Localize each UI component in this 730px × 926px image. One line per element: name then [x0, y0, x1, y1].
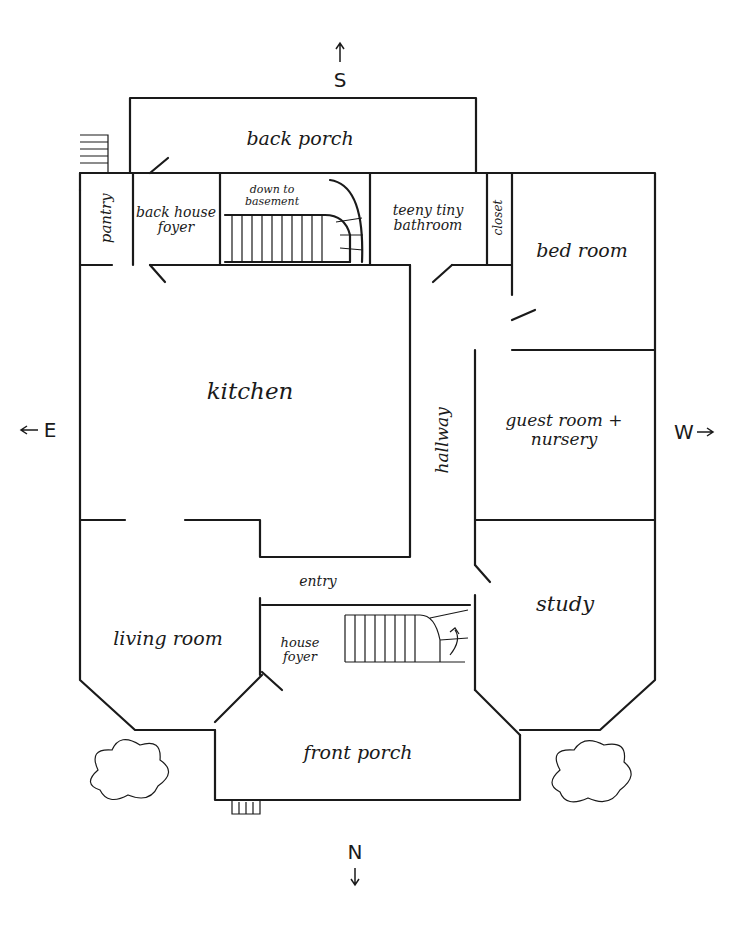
front-porch-wall	[475, 690, 520, 735]
room-area: back porch	[235, 126, 365, 151]
interior-wall	[262, 604, 470, 606]
door-swing	[433, 265, 452, 282]
room-name: back house foyer	[136, 205, 216, 236]
compass-letter: S	[334, 69, 347, 91]
interior-wall	[511, 173, 513, 295]
interior-wall	[80, 265, 410, 557]
room-name: pantry	[98, 193, 115, 243]
room-area: down to basement	[222, 182, 322, 210]
door-swing	[512, 310, 535, 320]
room-name: study	[536, 593, 594, 616]
room-area: guest room + nursery	[489, 409, 639, 450]
interior-wall	[80, 264, 512, 266]
room-name: hallway	[433, 407, 452, 473]
compass-arrow	[697, 428, 713, 436]
room-area: closet	[490, 198, 507, 238]
front-porch-wall	[215, 730, 520, 800]
porch-steps	[232, 800, 260, 814]
door-swing	[475, 565, 490, 582]
tree-symbol	[90, 740, 168, 800]
room-area: pantry	[96, 191, 117, 245]
interior-wall	[369, 173, 371, 265]
tree-symbol	[552, 741, 631, 802]
room-area: living room	[93, 626, 243, 651]
compass-arrow	[336, 43, 344, 62]
compass-letter: W	[674, 421, 694, 443]
back-porch-wall	[130, 98, 476, 173]
porch-steps	[80, 135, 108, 172]
compass-arrow	[21, 426, 38, 434]
room-name: bed room	[524, 240, 640, 261]
room-area: hallway	[431, 405, 454, 475]
stair-outline	[225, 215, 350, 262]
room-name: house foyer	[264, 636, 336, 665]
room-area: back house foyer	[134, 203, 218, 238]
room-area: teeny tiny bathroom	[373, 201, 483, 236]
room-name: guest room + nursery	[491, 411, 637, 448]
door-swing	[262, 672, 282, 690]
interior-wall	[219, 173, 221, 265]
room-name: closet	[492, 200, 505, 236]
room-area: front porch	[293, 740, 423, 765]
room-name: back porch	[237, 128, 363, 149]
compass-arrow	[351, 868, 359, 885]
door-swing	[150, 158, 168, 173]
room-name: living room	[95, 628, 241, 649]
outer-wall	[80, 173, 655, 730]
room-area: house foyer	[262, 634, 338, 667]
room-name: down to basement	[224, 184, 320, 208]
area-label: entry	[299, 574, 337, 589]
room-name: front porch	[295, 742, 421, 763]
room-area: kitchen	[205, 377, 296, 406]
front-porch-wall	[215, 675, 262, 722]
interior-wall	[474, 520, 476, 690]
stair-arrow	[450, 628, 459, 655]
room-area: study	[534, 591, 596, 618]
stair-outline	[225, 261, 350, 263]
stair-treads	[345, 610, 468, 662]
interior-wall	[512, 349, 655, 351]
interior-wall	[132, 173, 134, 265]
interior-wall	[259, 598, 261, 675]
compass-letter: E	[44, 419, 57, 441]
interior-wall	[475, 350, 655, 520]
interior-wall	[486, 173, 488, 265]
room-name: kitchen	[207, 379, 294, 404]
compass-letter: N	[348, 841, 363, 863]
room-area: bed room	[522, 238, 642, 263]
door-swing	[150, 265, 165, 282]
room-name: teeny tiny bathroom	[375, 203, 481, 234]
stair-treads	[232, 215, 363, 262]
